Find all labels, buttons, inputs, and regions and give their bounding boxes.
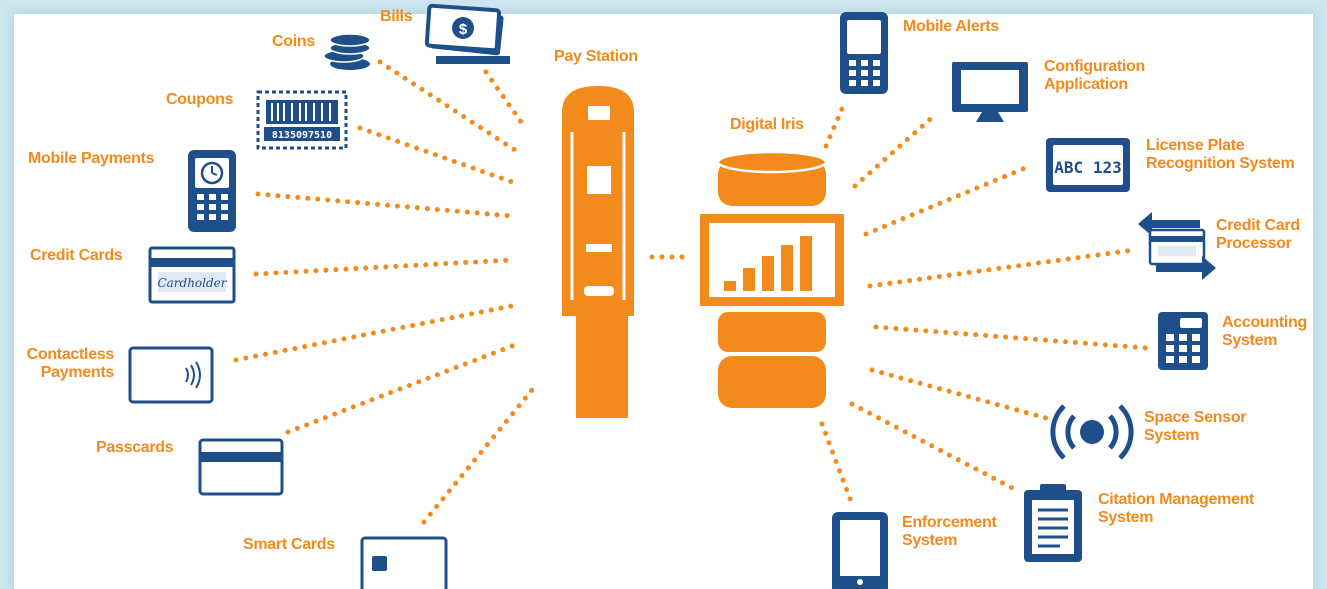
credit-processor-label: Credit Card Processor bbox=[1216, 217, 1300, 253]
license-plate-line1: License Plate bbox=[1146, 137, 1245, 154]
connector-coupons bbox=[357, 125, 518, 186]
coupons-label: Coupons bbox=[166, 91, 234, 108]
license-plate-icon: ABC 123 bbox=[1046, 138, 1130, 192]
card-signature: Cardholder bbox=[157, 276, 227, 290]
mobile-alerts-label: Mobile Alerts bbox=[903, 18, 999, 35]
digital-iris-icon bbox=[700, 150, 844, 408]
connector-license-plate bbox=[863, 163, 1033, 237]
mobile-phone-icon bbox=[188, 150, 236, 232]
enforcement-line2: System bbox=[902, 532, 958, 549]
mobile-payments-label: Mobile Payments bbox=[28, 150, 155, 167]
passcards-label: Passcards bbox=[96, 439, 174, 456]
credit-cards-label: Credit Cards bbox=[30, 247, 123, 264]
bills-icon: $ bbox=[424, 3, 510, 64]
license-plate-line2: Recognition System bbox=[1146, 155, 1295, 172]
accounting-line2: System bbox=[1222, 332, 1278, 349]
citation-line1: Citation Management bbox=[1098, 491, 1255, 508]
connector-passcards bbox=[285, 340, 523, 435]
connector-bills bbox=[483, 69, 527, 129]
smart-cards-label: Smart Cards bbox=[243, 536, 335, 553]
configuration-line2: Application bbox=[1044, 76, 1128, 93]
connector-citation bbox=[849, 401, 1019, 493]
left-connectors bbox=[233, 59, 535, 525]
monitor-icon bbox=[952, 62, 1028, 122]
connector-mobile-alerts bbox=[823, 99, 848, 149]
connector-accounting bbox=[873, 324, 1149, 351]
svg-text:$: $ bbox=[459, 21, 468, 38]
accounting-line1: Accounting bbox=[1222, 314, 1307, 331]
connector-contactless bbox=[233, 303, 515, 363]
mobile-alerts-icon bbox=[840, 12, 888, 94]
digital-iris-label: Digital Iris bbox=[730, 116, 804, 133]
connector-configuration bbox=[852, 111, 939, 189]
coins-label: Coins bbox=[272, 33, 315, 50]
contactless-line2: Payments bbox=[40, 364, 115, 381]
credit-processor-line1: Credit Card bbox=[1216, 217, 1300, 234]
bills-label: Bills bbox=[380, 8, 413, 25]
right-connectors bbox=[819, 99, 1149, 507]
coins-icon bbox=[323, 33, 371, 70]
connector-mobile-payments bbox=[255, 191, 515, 219]
plate-text: ABC 123 bbox=[1054, 158, 1121, 177]
citation-clipboard-icon bbox=[1024, 484, 1082, 562]
space-sensor-line2: System bbox=[1144, 427, 1200, 444]
credit-card-processor-icon bbox=[1138, 212, 1216, 280]
accounting-label: Accounting System bbox=[1222, 314, 1307, 350]
tablet-icon bbox=[832, 512, 888, 589]
passcard-icon bbox=[198, 438, 284, 496]
connector-credit-cards bbox=[253, 257, 515, 277]
enforcement-label: Enforcement System bbox=[902, 514, 997, 550]
contactless-label: Contactless Payments bbox=[14, 346, 115, 382]
space-sensor-icon bbox=[1050, 404, 1134, 460]
space-sensor-line1: Space Sensor bbox=[1144, 409, 1247, 426]
smart-card-icon bbox=[360, 536, 448, 589]
connector-coins bbox=[377, 59, 521, 155]
space-sensor-label: Space Sensor System bbox=[1144, 409, 1247, 445]
calculator-icon bbox=[1158, 312, 1208, 370]
coupon-number: 8135097510 bbox=[272, 130, 332, 141]
enforcement-line1: Enforcement bbox=[902, 514, 997, 531]
contactless-card-icon bbox=[128, 346, 214, 404]
credit-processor-line2: Processor bbox=[1216, 235, 1292, 252]
coupon-icon: 8135097510 bbox=[256, 90, 348, 150]
connector-credit-processor bbox=[867, 247, 1137, 289]
contactless-line1: Contactless bbox=[26, 346, 115, 363]
configuration-label: Configuration Application bbox=[1044, 58, 1145, 94]
citation-line2: System bbox=[1098, 509, 1154, 526]
connector-space-sensor bbox=[869, 367, 1049, 421]
connector-smart-cards bbox=[421, 387, 535, 525]
pay-station-icon bbox=[562, 86, 634, 418]
configuration-line1: Configuration bbox=[1044, 58, 1145, 75]
pay-station-label: Pay Station bbox=[554, 48, 638, 65]
license-plate-label: License Plate Recognition System bbox=[1146, 137, 1295, 173]
citation-label: Citation Management System bbox=[1098, 491, 1254, 527]
connector-enforcement bbox=[819, 421, 855, 507]
credit-card-icon: Cardholder bbox=[148, 246, 236, 304]
